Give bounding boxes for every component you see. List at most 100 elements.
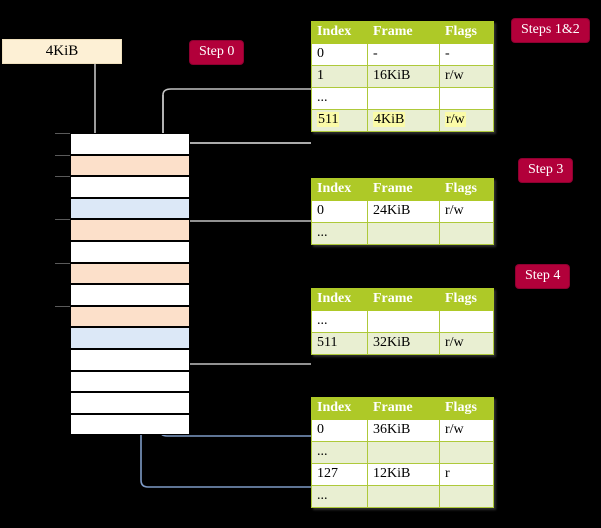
memory-row-tick [55, 133, 70, 134]
badge-steps-1-2-label: Steps 1&2 [521, 22, 580, 37]
cell-flags: r/w [439, 109, 494, 132]
column-header-frame: Frame [367, 288, 440, 311]
table-row: ... [311, 222, 494, 245]
badge-step-0: Step 0 [190, 41, 244, 64]
highlighted-value: r/w [445, 112, 466, 127]
cell-index: 511 [311, 332, 368, 355]
memory-frame-row [70, 392, 190, 414]
memory-row-tick [55, 305, 70, 307]
cell-index: ... [311, 441, 368, 464]
cell-index: 0 [311, 200, 368, 223]
badge-step-4: Step 4 [516, 265, 570, 288]
memory-frame-row [70, 370, 190, 393]
memory-frame-row [70, 327, 190, 349]
column-header-flags: Flags [439, 21, 494, 44]
cell-frame: 36KiB [367, 419, 440, 442]
cell-frame [367, 222, 440, 245]
wire-step4 [164, 309, 311, 365]
cell-index: ... [311, 222, 368, 245]
memory-row-tick [55, 262, 70, 264]
cell-frame: 24KiB [367, 200, 440, 223]
table-row: ... [311, 441, 494, 464]
highlighted-value: 511 [317, 112, 340, 127]
wire-step3 [173, 220, 311, 271]
cell-frame: 12KiB [367, 463, 440, 486]
badge-step-0-label: Step 0 [199, 44, 235, 59]
memory-row-tick [55, 219, 70, 221]
physical-memory-column [70, 133, 190, 436]
cell-index: 0 [311, 419, 368, 442]
column-header-index: Index [311, 397, 368, 420]
cell-frame: 4KiB [367, 109, 440, 132]
cell-flags: r/w [439, 65, 494, 88]
cell-frame: 32KiB [367, 332, 440, 355]
table-row: ... [311, 485, 494, 508]
cell-index: ... [311, 485, 368, 508]
page-frame-label: 4KiB [45, 43, 79, 59]
memory-frame-row [70, 413, 190, 436]
memory-frame-row [70, 262, 190, 285]
memory-frame-row [70, 154, 190, 177]
memory-frame-row [70, 219, 190, 241]
cell-frame [367, 485, 440, 508]
cell-frame [367, 310, 440, 333]
cell-index: 127 [311, 463, 368, 486]
cell-flags: r/w [439, 419, 494, 442]
cell-frame: - [367, 43, 440, 66]
cell-flags [439, 310, 494, 333]
cell-frame: 16KiB [367, 65, 440, 88]
memory-frame-row [70, 176, 190, 198]
cell-flags [439, 87, 494, 110]
highlighted-value: 4KiB [373, 112, 406, 127]
cell-index: ... [311, 310, 368, 333]
cell-flags: r/w [439, 200, 494, 223]
table-row: 511 4KiB r/w [311, 109, 494, 132]
cell-flags: r/w [439, 332, 494, 355]
cell-flags: r [439, 463, 494, 486]
column-header-index: Index [311, 21, 368, 44]
memory-frame-row [70, 133, 190, 155]
badge-step-3-label: Step 3 [528, 162, 564, 177]
memory-row-tick [55, 176, 70, 178]
badge-steps-1-2: Steps 1&2 [512, 19, 589, 42]
badge-step-3: Step 3 [519, 159, 573, 182]
badge-step-4-label: Step 4 [525, 268, 561, 283]
memory-frame-row [70, 284, 190, 306]
cell-index: ... [311, 87, 368, 110]
column-header-index: Index [311, 178, 368, 201]
memory-frame-row [70, 349, 190, 371]
cell-flags: - [439, 43, 494, 66]
cell-index: 0 [311, 43, 368, 66]
column-header-frame: Frame [367, 397, 440, 420]
table-row: ... [311, 87, 494, 110]
memory-frame-row [70, 197, 190, 220]
cell-flags [439, 222, 494, 245]
cell-flags [439, 441, 494, 464]
column-header-flags: Flags [439, 178, 494, 201]
column-header-frame: Frame [367, 21, 440, 44]
column-header-index: Index [311, 288, 368, 311]
column-header-flags: Flags [439, 288, 494, 311]
column-header-flags: Flags [439, 397, 494, 420]
cell-index: 1 [311, 65, 368, 88]
cell-frame [367, 441, 440, 464]
column-header-frame: Frame [367, 178, 440, 201]
table-row: ... [311, 310, 494, 333]
page-frame-box: 4KiB [2, 39, 122, 64]
cell-frame [367, 87, 440, 110]
table-row: 0-- [311, 43, 494, 66]
